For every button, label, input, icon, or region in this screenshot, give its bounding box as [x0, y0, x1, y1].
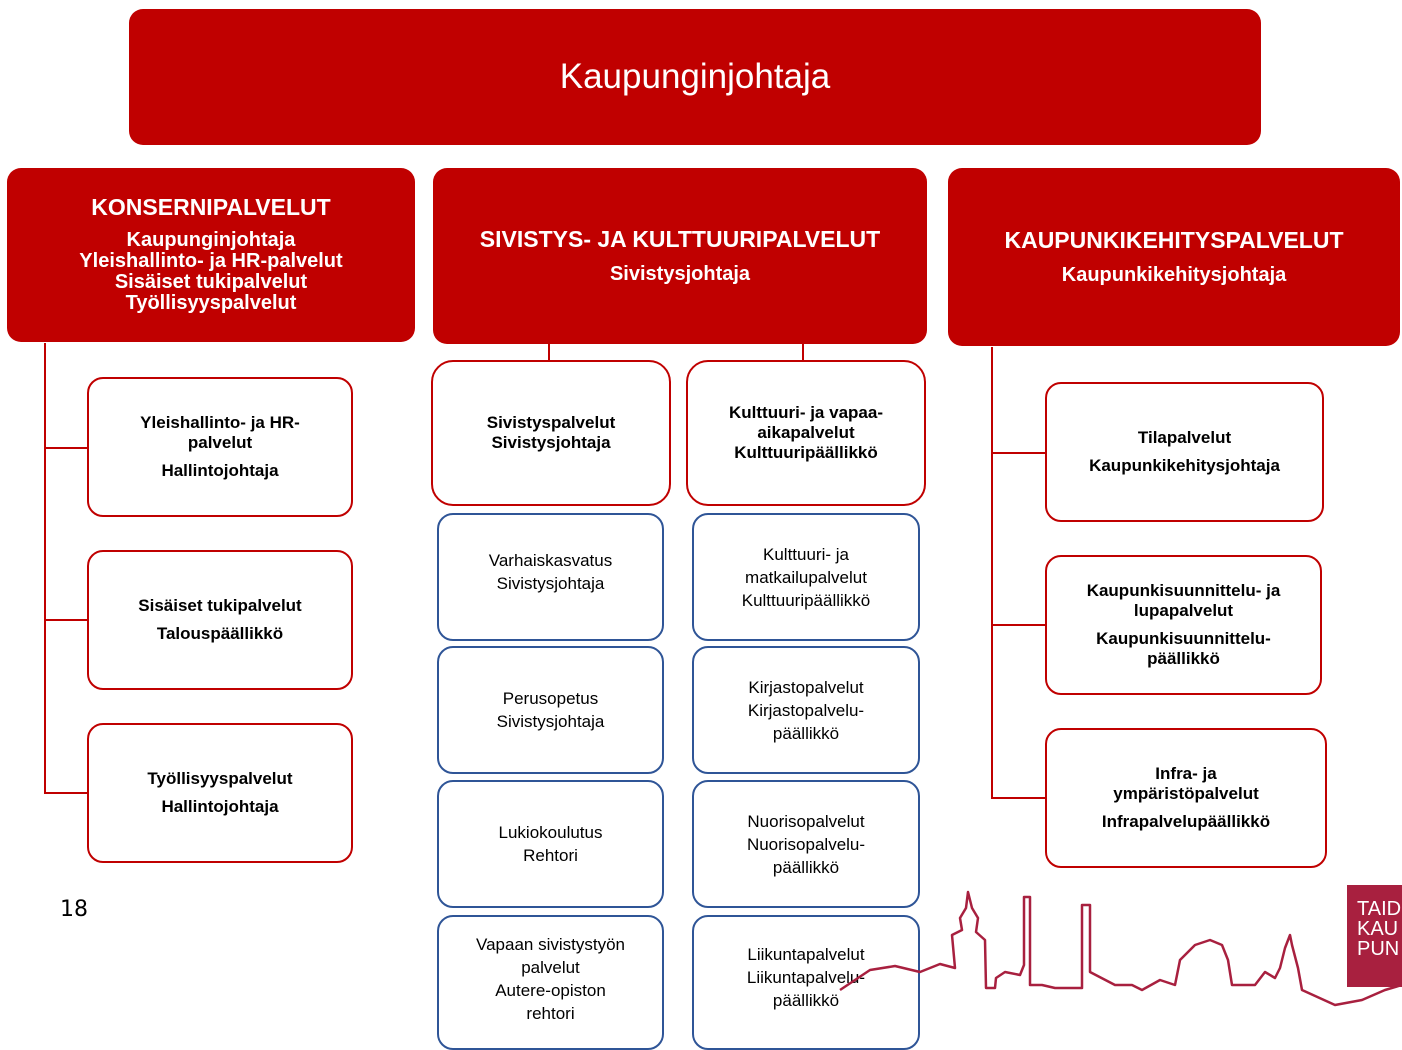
- kaupunkikehitys-heading: KAUPUNKIKEHITYSPALVELUT: [1004, 227, 1344, 253]
- connector-line: [991, 624, 1047, 626]
- unit-name-line: Kaupunkisuunnittelu- ja: [1086, 581, 1281, 600]
- unit-name-line: Sisäiset tukipalvelut: [138, 596, 302, 615]
- connector-line: [991, 797, 1047, 799]
- unit-liikuntapalvelut: Liikuntapalvelut Liikuntapalvelu- päälli…: [692, 915, 920, 1050]
- unit-leader: Hallintojohtaja: [161, 797, 279, 816]
- sivistys-leader: Sivistysjohtaja: [609, 263, 751, 285]
- connector-line: [802, 343, 804, 363]
- top-box-kaupunginjohtaja: Kaupunginjohtaja: [129, 9, 1261, 145]
- unit-leader: Kulttuuripäällikkö: [741, 590, 871, 610]
- top-box-title: Kaupunginjohtaja: [559, 57, 831, 96]
- unit-name-line: lupapalvelut: [1133, 601, 1234, 620]
- unit-kirjastopalvelut: Kirjastopalvelut Kirjastopalvelu- päälli…: [692, 646, 920, 774]
- unit-name-line: Työllisyyspalvelut: [147, 769, 293, 788]
- unit-name-line: Sivistyspalvelut: [486, 413, 616, 432]
- unit-kulttuuri-matkailupalvelut: Kulttuuri- ja matkailupalvelut Kulttuuri…: [692, 513, 920, 641]
- unit-varhaiskasvatus: Varhaiskasvatus Sivistysjohtaja: [437, 513, 664, 641]
- unit-name-line: Tilapalvelut: [1137, 428, 1232, 447]
- kaupunkikehitys-leader: Kaupunkikehitysjohtaja: [1061, 264, 1287, 286]
- konsernipalvelut-line: Työllisyyspalvelut: [125, 291, 297, 314]
- unit-leader: Kulttuuripäällikkö: [734, 443, 878, 462]
- connector-line: [991, 452, 1047, 454]
- unit-leader: Talouspäällikkö: [156, 624, 284, 643]
- unit-leader: päällikkö: [772, 723, 840, 743]
- unit-leader: Liikuntapalvelu-: [746, 968, 866, 987]
- unit-nuorisopalvelut: Nuorisopalvelut Nuorisopalvelu- päällikk…: [692, 780, 920, 908]
- unit-name-line: Yleishallinto- ja HR-: [140, 413, 300, 432]
- unit-name-line: Infra- ja: [1155, 764, 1217, 783]
- unit-leader: Hallintojohtaja: [161, 461, 279, 480]
- unit-name-line: palvelut: [187, 433, 253, 452]
- unit-leader: päällikkö: [772, 857, 840, 877]
- unit-name-line: ympäristöpalvelut: [1113, 784, 1259, 803]
- konsernipalvelut-line: Sisäiset tukipalvelut: [114, 270, 308, 293]
- connector-line: [991, 347, 993, 797]
- logo-text-line: TAID: [1357, 898, 1402, 920]
- unit-leader: Autere-opiston: [495, 981, 606, 1000]
- unit-name-line: Lukiokoulutus: [498, 823, 603, 842]
- page-number: 18: [60, 897, 88, 922]
- unit-name-line: Varhaiskasvatus: [488, 551, 613, 570]
- unit-name-line: Kulttuuri- ja vapaa-: [729, 403, 883, 422]
- unit-leader: Kirjastopalvelu-: [747, 700, 865, 720]
- connector-line: [44, 343, 46, 793]
- unit-name-line: Perusopetus: [502, 689, 599, 708]
- unit-kaupunkisuunnittelu-lupapalvelut: Kaupunkisuunnittelu- ja lupapalvelut Kau…: [1045, 555, 1322, 695]
- connector-line: [44, 447, 88, 449]
- logo-text-line: KAU: [1357, 918, 1399, 940]
- unit-leader: Sivistysjohtaja: [496, 574, 605, 593]
- unit-name-line: Liikuntapalvelut: [747, 945, 865, 964]
- connector-line: [44, 619, 88, 621]
- unit-leader: rehtori: [526, 1004, 575, 1023]
- unit-yleishallinto-hr: Yleishallinto- ja HR- palvelut Hallintoj…: [87, 377, 353, 517]
- unit-leader: Kaupunkisuunnittelu-: [1096, 629, 1271, 648]
- unit-infra-ymparistopalvelut: Infra- ja ympäristöpalvelut Infrapalvelu…: [1045, 728, 1327, 868]
- unit-lukiokoulutus: Lukiokoulutus Rehtori: [437, 780, 664, 908]
- unit-leader: Rehtori: [523, 846, 578, 865]
- unit-name-line: Kirjastopalvelut: [748, 677, 864, 697]
- konsernipalvelut-line: Yleishallinto- ja HR-palvelut: [79, 249, 343, 272]
- unit-vapaa-sivistystyo: Vapaan sivistystyön palvelut Autere-opis…: [437, 915, 664, 1050]
- unit-sivistyspalvelut: Sivistyspalvelut Sivistysjohtaja: [431, 360, 671, 506]
- unit-leader: Nuorisopalvelu-: [746, 834, 866, 854]
- konsernipalvelut-heading: KONSERNIPALVELUT: [91, 193, 331, 220]
- connector-line: [44, 792, 88, 794]
- unit-name-line: matkailupalvelut: [745, 567, 867, 587]
- kaupunkikehityspalvelut-box: KAUPUNKIKEHITYSPALVELUT Kaupunkikehitysj…: [948, 168, 1400, 346]
- sivistys-kulttuuripalvelut-box: SIVISTYS- JA KULTTUURIPALVELUT Sivistysj…: [433, 168, 927, 344]
- unit-name-line: Vapaan sivistystyön: [476, 935, 625, 954]
- unit-leader: Sivistysjohtaja: [496, 712, 605, 731]
- logo-text-line: PUN: [1357, 938, 1400, 960]
- connector-line: [548, 343, 550, 363]
- unit-name-line: palvelut: [521, 958, 580, 977]
- unit-leader: päällikkö: [1147, 649, 1220, 668]
- unit-kulttuuri-vapaa-aikapalvelut: Kulttuuri- ja vapaa- aikapalvelut Kulttu…: [686, 360, 926, 506]
- unit-sisaiset-tukipalvelut: Sisäiset tukipalvelut Talouspäällikkö: [87, 550, 353, 690]
- unit-leader: Kaupunkikehitysjohtaja: [1089, 456, 1280, 475]
- unit-tyollisyyspalvelut: Työllisyyspalvelut Hallintojohtaja: [87, 723, 353, 863]
- unit-leader: päällikkö: [772, 991, 840, 1010]
- unit-leader: Sivistysjohtaja: [491, 433, 611, 452]
- unit-name-line: Kulttuuri- ja: [763, 544, 849, 564]
- unit-name-line: aikapalvelut: [757, 423, 855, 442]
- unit-tilapalvelut: Tilapalvelut Kaupunkikehitysjohtaja: [1045, 382, 1324, 522]
- konsernipalvelut-line: Kaupunginjohtaja: [126, 228, 296, 251]
- konsernipalvelut-box: KONSERNIPALVELUT Kaupunginjohtaja Yleish…: [7, 168, 415, 342]
- city-logo: TAID KAU PUN: [1347, 885, 1402, 987]
- unit-name-line: Nuorisopalvelut: [747, 811, 865, 831]
- unit-perusopetus: Perusopetus Sivistysjohtaja: [437, 646, 664, 774]
- unit-leader: Infrapalvelupäällikkö: [1101, 812, 1271, 831]
- sivistys-heading: SIVISTYS- JA KULTTUURIPALVELUT: [479, 226, 881, 252]
